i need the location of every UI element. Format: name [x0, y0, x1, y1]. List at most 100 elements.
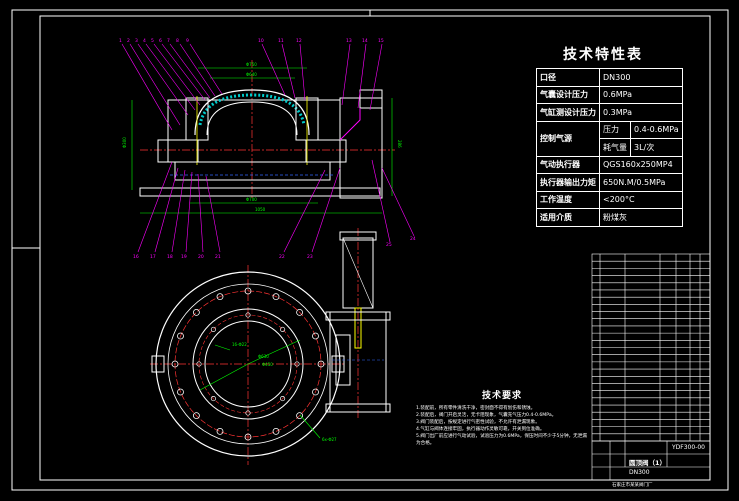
title-block-company: 石家庄市某某阀门厂 [612, 483, 653, 488]
dim-pcd-label: Φ630 [258, 354, 269, 359]
balloon-17: 17 [150, 254, 156, 260]
spec-value: 0.6MPa [599, 85, 683, 104]
spec-value: 3L/次 [630, 138, 683, 157]
spec-row: 工作温度 <200°C [536, 190, 683, 209]
balloon-1: 1 [119, 38, 122, 44]
balloon-2: 2 [127, 38, 130, 44]
title-block-model: DN300 [629, 469, 650, 476]
requirements-title: 技术要求 [482, 391, 523, 401]
spec-row: 适用介质 粉煤灰 [536, 208, 683, 227]
balloon-4: 4 [143, 38, 146, 44]
cylinder-diag [342, 237, 374, 309]
balloon-14: 14 [362, 38, 368, 44]
requirement-item: 5.阀门出厂前应进行气动试验，试验压力为0.6MPa，保压时间不少于5分钟，无泄… [416, 434, 587, 446]
spec-label: 气囊设计压力 [536, 85, 600, 104]
balloon-19: 19 [181, 254, 187, 260]
front-section-view: Φ750 Φ640 Φ700 1050 Φ300 286 [122, 60, 402, 214]
actuator-plate [359, 89, 383, 109]
left-lug [151, 355, 165, 373]
side-view [325, 228, 391, 418]
actuator-bracket [339, 97, 383, 199]
spec-table-title: 技术特性表 [563, 47, 643, 63]
requirements-list: 1.装配前，所有零件清洗干净，密封面不得有划伤和锈蚀。 2.装配后，阀门开启灵活… [416, 405, 588, 447]
inner-bolt-circle [198, 314, 298, 414]
balloon-18: 18 [167, 254, 173, 260]
balloon-23: 23 [307, 254, 313, 260]
spec-table: 口径 DN300 气囊设计压力 0.6MPa 气缸测设计压力 0.3MPa 控制… [536, 68, 683, 227]
side-flange-bottom [325, 403, 391, 413]
balloon-3: 3 [135, 38, 138, 44]
valve-body-outline [167, 99, 341, 163]
cylinder-cap [339, 231, 377, 241]
dim-inner-leader [214, 344, 231, 351]
leader-lines [121, 43, 415, 253]
spec-sublabel: 压力 [599, 120, 631, 139]
spec-value: DN300 [599, 68, 683, 87]
requirement-item: 2.装配后，阀门开启灵活，无卡阻现象，气囊充气压力0.4-0.6MPa。 [416, 413, 557, 418]
spec-row: 执行器输出力矩 650N.M/0.5MPa [536, 173, 683, 192]
balloon-13: 13 [346, 38, 352, 44]
dome-inner [206, 101, 298, 136]
balloon-11: 11 [278, 38, 284, 44]
base-plate [139, 187, 381, 197]
dim-side-leader [299, 414, 321, 439]
balloon-22: 22 [279, 254, 285, 260]
spec-value: 650N.M/0.5MPa [599, 173, 683, 192]
requirement-item: 4.气缸与阀体连接牢固，执行器动作灵敏可靠，开关到位准确。 [416, 427, 545, 432]
requirement-item: 1.装配前，所有零件清洗干净，密封面不得有划伤和锈蚀。 [416, 406, 536, 411]
balloon-8: 8 [176, 38, 179, 44]
bolt-circle [174, 290, 322, 438]
parts-list [591, 253, 711, 442]
spec-row: 控制气源 压力 0.4-0.6MPa [536, 120, 683, 157]
title-block [591, 440, 711, 481]
requirement-item: 3.阀门装配后，按规定进行气密性试验，不允许有泄漏现象。 [416, 420, 540, 425]
dim-left-height-label: Φ300 [122, 137, 127, 148]
actuator-arm [339, 108, 361, 141]
left-flange [157, 139, 199, 163]
balloon-10: 10 [258, 38, 264, 44]
spec-label: 适用介质 [536, 208, 600, 227]
spec-value: QGS160x250MP4 [599, 155, 683, 174]
balloon-numbers: 1 2 3 4 5 6 7 8 9 10 11 12 13 14 15 16 1… [119, 38, 416, 260]
balloon-6: 6 [159, 38, 162, 44]
inner-bore-outer [192, 308, 304, 420]
dim-inner-label: Φ450 [262, 362, 273, 367]
dim-overall-width-label: 1050 [255, 207, 266, 212]
spec-label: 气缸测设计压力 [536, 103, 600, 122]
balloon-9: 9 [186, 38, 189, 44]
dim-top-width-label: Φ750 [246, 62, 257, 67]
spec-label: 口径 [536, 68, 600, 87]
dim-side-label: 6x-Φ27 [322, 437, 337, 442]
spec-row: 气囊设计压力 0.6MPa [536, 85, 683, 104]
balloon-7: 7 [167, 38, 170, 44]
title-block-drawing-no: YDF300-00 [672, 444, 705, 451]
spec-value: 0.4-0.6MPa [630, 120, 683, 139]
spec-value: 粉煤灰 [599, 208, 683, 227]
lower-body [174, 161, 331, 181]
parts-list-rows [592, 260, 710, 435]
outer-bolt-holes [171, 287, 325, 441]
balloon-24: 24 [410, 236, 416, 242]
dim-mid-width-label: Φ640 [246, 72, 257, 77]
spec-label: 气动执行器 [536, 155, 600, 174]
inner-bore [204, 320, 292, 408]
dome-outer [194, 89, 310, 136]
spec-row: 气缸测设计压力 0.3MPa [536, 103, 683, 122]
spec-row: 气动执行器 QGS160x250MP4 [536, 155, 683, 174]
dim-bolt-leader [199, 363, 249, 391]
balloon-25: 25 [386, 242, 392, 248]
title-block-name: 圆顶阀（1） [629, 459, 667, 467]
balloon-20: 20 [198, 254, 204, 260]
balloon-5: 5 [151, 38, 154, 44]
spec-label: 工作温度 [536, 190, 600, 209]
outer-flange-circle-2 [167, 283, 329, 445]
dim-bottom-width-label: Φ700 [246, 197, 257, 202]
dome-hatch [198, 93, 306, 126]
piston-rod [354, 307, 362, 349]
spec-label: 执行器输出力矩 [536, 173, 600, 192]
balloon-15: 15 [378, 38, 384, 44]
spec-label: 控制气源 [536, 120, 600, 157]
spec-row: 口径 DN300 [536, 68, 683, 87]
right-lug [331, 355, 345, 373]
